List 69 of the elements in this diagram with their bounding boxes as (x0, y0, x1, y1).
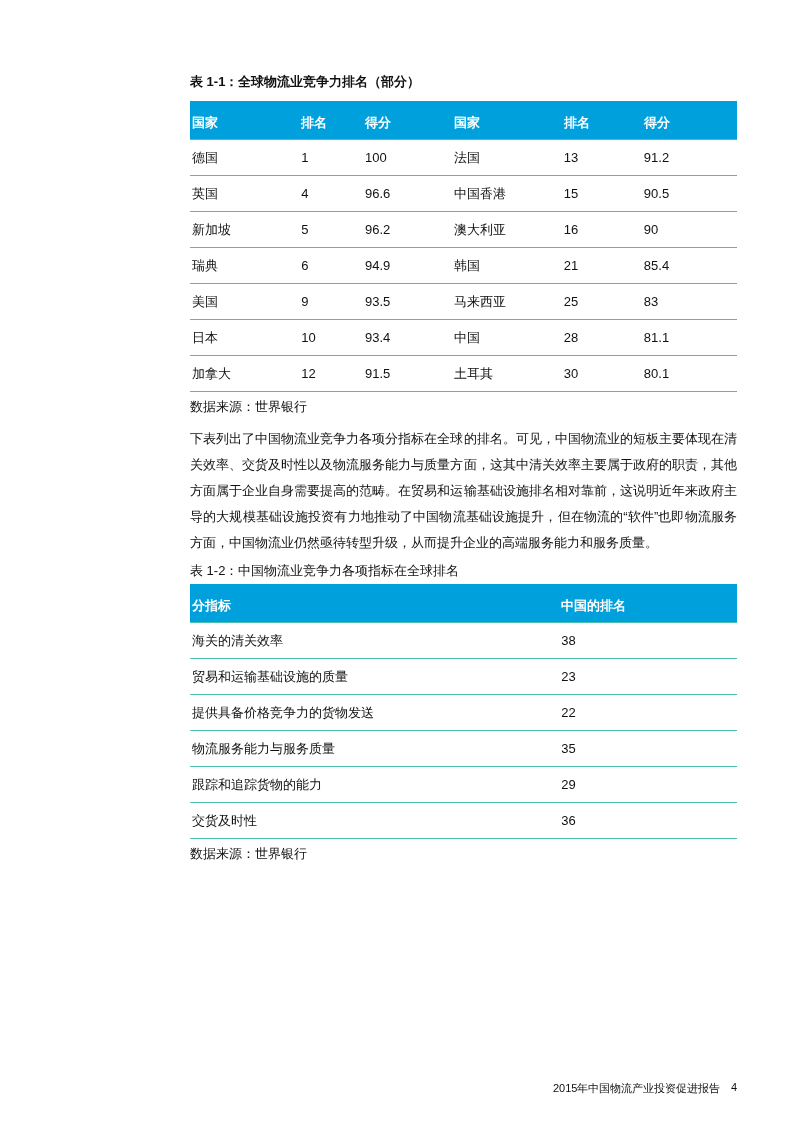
table-cell: 23 (559, 658, 737, 695)
column-header: 得分 (363, 101, 453, 140)
table-cell: 韩国 (452, 247, 562, 284)
table-cell: 35 (559, 730, 737, 767)
table-cell: 15 (561, 175, 642, 212)
table-cell: 10 (299, 319, 364, 356)
column-header: 分指标 (190, 584, 560, 623)
table-cell: 21 (561, 247, 642, 284)
table-cell: 90 (641, 211, 737, 248)
page-number: 4 (731, 1081, 738, 1093)
table-cell: 36 (559, 802, 737, 839)
table-cell: 5 (299, 211, 364, 248)
table-cell: 法国 (452, 139, 562, 176)
table-cell: 马来西亚 (452, 283, 562, 320)
column-header: 国家 (190, 101, 300, 140)
table-cell: 中国香港 (452, 175, 562, 212)
table-cell: 91.5 (363, 355, 453, 392)
table-cell: 新加坡 (190, 211, 300, 248)
source-note: 数据来源：世界银行 (190, 845, 308, 863)
table-cell: 瑞典 (190, 247, 300, 284)
table-cell: 交货及时性 (190, 802, 560, 839)
column-header: 国家 (452, 101, 562, 140)
table-cell: 跟踪和追踪货物的能力 (190, 766, 560, 803)
table-cell: 29 (559, 766, 737, 803)
table-cell: 93.5 (363, 283, 453, 320)
table-cell: 土耳其 (452, 355, 562, 392)
table-cell: 28 (561, 319, 642, 356)
table-cell: 6 (299, 247, 364, 284)
table-cell: 加拿大 (190, 355, 300, 392)
column-header: 排名 (561, 101, 642, 140)
column-header: 排名 (299, 101, 364, 140)
table-title: 表 1-2：中国物流业竞争力各项指标在全球排名 (190, 562, 461, 580)
page-footer: 2015年中国物流产业投资促进报告 (553, 1081, 721, 1096)
table-cell: 90.5 (641, 175, 737, 212)
table-cell: 80.1 (641, 355, 737, 392)
table-cell: 12 (299, 355, 364, 392)
table-cell: 93.4 (363, 319, 453, 356)
table-cell: 德国 (190, 139, 300, 176)
table-cell: 1 (299, 139, 364, 176)
table-cell: 100 (363, 139, 453, 176)
table-cell: 91.2 (641, 139, 737, 176)
table-cell: 96.6 (363, 175, 453, 212)
table-cell: 96.2 (363, 211, 453, 248)
source-note: 数据来源：世界银行 (190, 398, 308, 416)
table-cell: 25 (561, 283, 642, 320)
table-cell: 22 (559, 694, 737, 731)
table-cell: 4 (299, 175, 364, 212)
body-paragraph: 下表列出了中国物流业竞争力各项分指标在全球的排名。可见，中国物流业的短板主要体现在清关效率、交货及时性以及物流服务能力与质量方面，这其中清关效率主要属于政府的职责，其他方面属于企业自身需要提高的范畴。在贸易和运输基础设施排名相对靠前，这说明近年来政府主导的大规模基础设施投资有力地推动了中国物流基础设施提升，但在物流的“软件”也即物流服务方面，中国物流业仍然亟待转型升级，从而提升企业的高端服务能力和服务质量。 (190, 430, 737, 552)
table-cell: 13 (561, 139, 642, 176)
table-cell: 美国 (190, 283, 300, 320)
column-header: 中国的排名 (559, 584, 737, 623)
table-cell: 16 (561, 211, 642, 248)
table-cell: 物流服务能力与服务质量 (190, 730, 560, 767)
table-cell: 30 (561, 355, 642, 392)
table-cell: 英国 (190, 175, 300, 212)
table-cell: 提供具备价格竞争力的货物发送 (190, 694, 560, 731)
table-cell: 澳大利亚 (452, 211, 562, 248)
table-cell: 94.9 (363, 247, 453, 284)
table-title: 表 1-1：全球物流业竞争力排名（部分） (190, 73, 422, 91)
table-cell: 38 (559, 622, 737, 659)
table-cell: 83 (641, 283, 737, 320)
column-header: 得分 (641, 101, 737, 140)
table-cell: 日本 (190, 319, 300, 356)
table-cell: 81.1 (641, 319, 737, 356)
table-cell: 9 (299, 283, 364, 320)
table-cell: 中国 (452, 319, 562, 356)
table-cell: 海关的清关效率 (190, 622, 560, 659)
table-cell: 85.4 (641, 247, 737, 284)
table-cell: 贸易和运输基础设施的质量 (190, 658, 560, 695)
